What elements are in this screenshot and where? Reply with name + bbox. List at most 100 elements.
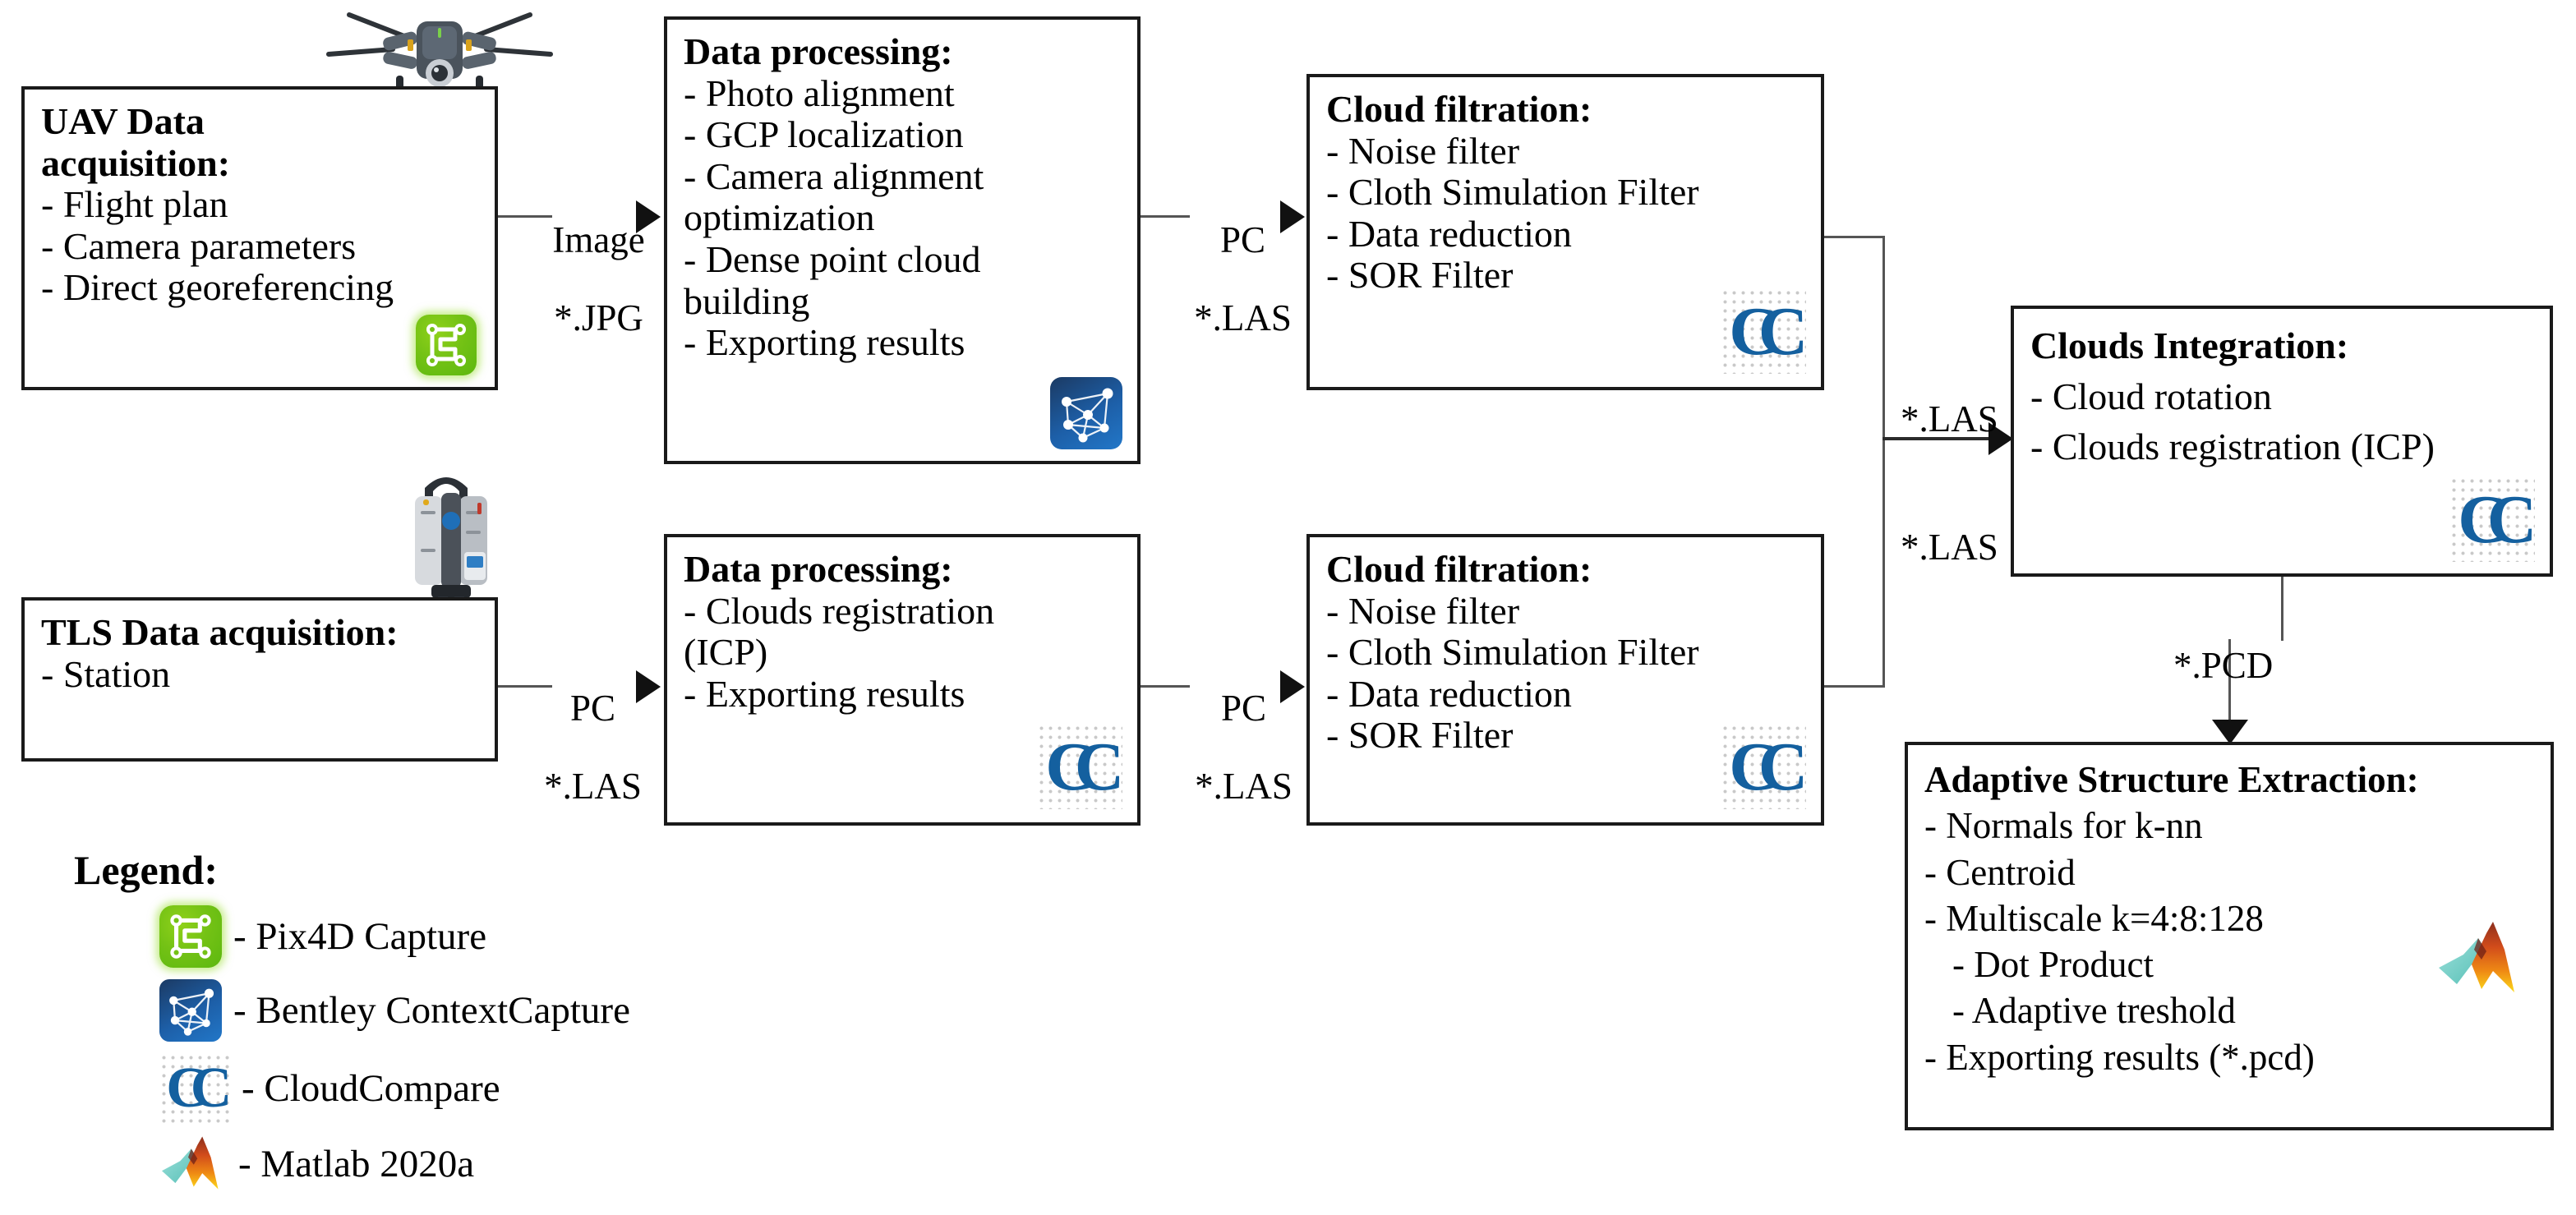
box-item: - Normals for k-nn [1924,805,2203,847]
box-item: - Exporting results [684,321,965,364]
box-item: - Cloth Simulation Filter [1326,171,1699,214]
box-title: UAV Data [41,100,205,142]
legend-title: Legend: [74,847,218,893]
box-item: - Cloth Simulation Filter [1326,631,1699,674]
box-item: - Dense point cloud [684,237,981,280]
edge-line-merge-vertical [1882,236,1885,688]
edge-label-tlsfilter-to-integration: *.LAS [1864,490,1998,606]
box-item: (ICP) [684,631,768,674]
box-tls-acquisition[interactable]: TLS Data acquisition: - Station [21,597,498,762]
box-title: TLS Data acquisition: [41,611,399,653]
edge-label-line1: Image [552,219,645,261]
box-uav-processing[interactable]: Data processing: - Photo alignment - GCP… [664,16,1141,464]
box-tls-processing[interactable]: Data processing: - Clouds registration (… [664,534,1141,826]
box-item: - GCP localization [684,113,964,156]
scanner-photo [374,460,518,604]
arrow-processing-to-filtration [1280,200,1305,233]
box-uav-filtration[interactable]: Cloud filtration: - Noise filter - Cloth… [1306,74,1824,390]
box-item: - Camera alignment [684,154,984,197]
box-title: Cloud filtration: [1326,548,1592,590]
edge-label-integration-to-extraction: *.PCD [2136,608,2301,725]
edge-label-line1: *.LAS [1901,398,1998,440]
box-tls-filtration[interactable]: Cloud filtration: - Noise filter - Cloth… [1306,534,1824,826]
box-item: - SOR Filter [1326,714,1514,757]
legend-item-matlab: - Matlab 2020a [159,1130,474,1198]
edge-line-tlsproc-to-filtration [1141,685,1190,688]
legend-item-bentley: - Bentley ContextCapture [159,979,630,1042]
edge-label-line1: PC [1219,219,1266,261]
box-title: Data processing: [684,548,953,590]
box-item: - SOR Filter [1326,254,1514,297]
arrow-integration-to-extraction [2212,720,2248,744]
box-item: - Noise filter [1326,589,1520,632]
edge-line-merge-to-integration [1882,437,1991,440]
box-title: Cloud filtration: [1326,88,1592,130]
drone-photo [304,3,575,102]
edge-label-line2: *.LAS [1195,765,1293,807]
edge-label-line1: PC [569,688,616,729]
box-item: - Data reduction [1326,212,1572,255]
edge-line-uav-to-processing [498,215,552,218]
edge-label-tls-to-processing: PC *.LAS [496,651,652,845]
box-title: Clouds Integration: [2030,324,2349,366]
arrow-merge-to-integration [1988,422,2013,455]
edge-line-integration-to-extraction [2228,639,2231,729]
edge-line-uavfilter-right [1824,236,1885,238]
arrow-uav-to-processing [636,200,661,233]
box-item: - Centroid [1924,851,2076,893]
legend-item-pix4d: - Pix4D Capture [159,905,486,968]
box-item: optimization [684,196,875,239]
edge-label-line1: PC [1220,688,1267,729]
legend-item-label: - Matlab 2020a [238,1143,475,1185]
box-item: - Exporting results (*.pcd) [1924,1036,2315,1078]
box-title: Adaptive Structure Extraction: [1924,759,2419,800]
box-item: - Multiscale k=4:8:128 [1924,897,2264,939]
edge-label-processing-to-filtration: PC *.LAS [1150,182,1298,376]
edge-line-integration-down-jog [2281,577,2283,641]
legend-item-label: - CloudCompare [242,1067,500,1110]
box-item: - Clouds registration (ICP) [2030,426,2435,468]
box-item: - Noise filter [1326,129,1520,172]
box-item: building [684,279,810,322]
box-item: - Flight plan [41,183,228,226]
box-item: - Direct georeferencing [41,266,394,309]
bentley-icon [159,979,222,1042]
cloudcompare-icon: CC [1721,288,1808,374]
edge-line-processing-to-filtration [1141,215,1190,218]
box-item: - Adaptive treshold [1952,990,2236,1032]
box-title: Data processing: [684,30,953,72]
box-item: - Exporting results [684,672,965,715]
cloudcompare-icon: CC [159,1053,232,1124]
arrow-tls-to-processing [636,670,661,703]
cloudcompare-icon: CC [1037,724,1124,809]
matlab-icon [2435,914,2526,1004]
box-title-line2: acquisition: [41,141,231,184]
arrow-tlsproc-to-filtration [1280,670,1305,703]
pix4d-icon [159,905,222,968]
box-item: - Data reduction [1326,672,1572,715]
matlab-icon [159,1130,227,1198]
box-item: - Camera parameters [41,224,357,267]
edge-label-line2: *.JPG [554,297,643,338]
pix4d-icon [416,315,477,375]
edge-label-line2: *.LAS [544,765,642,807]
box-adaptive-structure-extraction[interactable]: Adaptive Structure Extraction: - Normals… [1905,742,2554,1130]
edge-label-line1: *.LAS [1901,527,1998,568]
legend-item-label: - Bentley ContextCapture [233,989,630,1032]
box-item: - Clouds registration [684,589,995,632]
bentley-icon [1050,377,1122,449]
edge-label-uav-to-processing: Image *.JPG [506,182,654,376]
box-clouds-integration[interactable]: Clouds Integration: - Cloud rotation - C… [2011,306,2553,577]
edge-label-uavfilter-to-integration: *.LAS [1864,361,1998,478]
cloudcompare-icon: CC [2449,476,2537,562]
box-uav-acquisition[interactable]: UAV Data acquisition: - Flight plan - Ca… [21,86,498,390]
box-item: - Cloud rotation [2030,375,2272,417]
edge-line-tlsfilter-right [1824,685,1885,688]
edge-line-tls-to-processing [498,685,552,688]
cloudcompare-icon: CC [1721,724,1808,809]
edge-label-line1: *.PCD [2173,645,2274,687]
legend-item-label: - Pix4D Capture [233,915,487,958]
box-item: - Photo alignment [684,71,955,114]
box-item: - Station [41,652,171,695]
